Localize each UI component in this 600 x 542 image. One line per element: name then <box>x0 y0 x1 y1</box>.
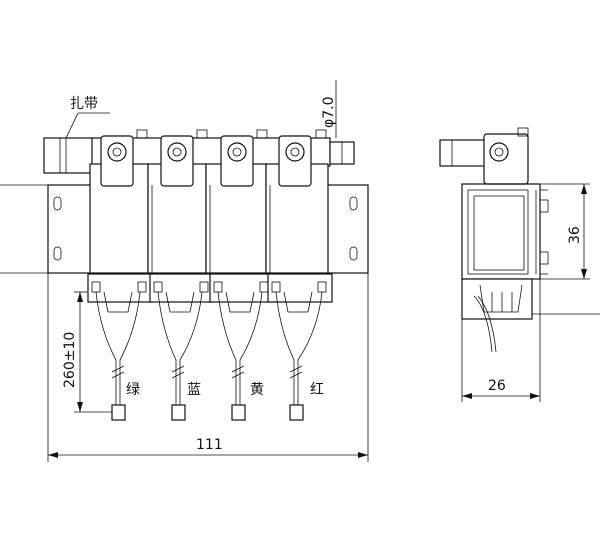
overall-width-dimension: 111 <box>47 273 369 462</box>
plug-connectors <box>111 404 304 421</box>
side-view: 36 26 <box>439 127 600 402</box>
side-width-dimension: 26 <box>461 279 541 402</box>
lead-length-text: 260±10 <box>62 332 78 388</box>
mounting-slot-left-bottom <box>53 246 62 261</box>
mounting-slot-right-bottom <box>349 246 358 261</box>
lead-wires <box>95 291 323 405</box>
wire-label-green: 绿 <box>126 382 140 398</box>
lead-length-dimension: 260±10 <box>62 291 112 413</box>
valve-heads <box>100 129 327 187</box>
wire-label-red: 红 <box>310 382 324 398</box>
overall-width-text: 111 <box>196 437 223 453</box>
terminal-blocks <box>87 273 333 313</box>
side-width-text: 26 <box>488 378 506 394</box>
pipe-diameter-label: φ7.0 <box>321 97 337 129</box>
mounting-slot-right-top <box>349 196 358 211</box>
side-height-dimension: 36 <box>540 183 590 280</box>
wire-label-yellow: 黄 <box>250 381 264 398</box>
mounting-slot-left-top <box>53 196 62 211</box>
front-view: 绿 蓝 黄 红 扎带 φ7.0 260±10 111 <box>0 80 369 462</box>
side-height-text: 36 <box>567 226 583 244</box>
left-inlet-fitting <box>43 137 93 174</box>
zip-tie-label: 扎带 <box>70 96 98 112</box>
wire-label-blue: 蓝 <box>187 382 201 398</box>
